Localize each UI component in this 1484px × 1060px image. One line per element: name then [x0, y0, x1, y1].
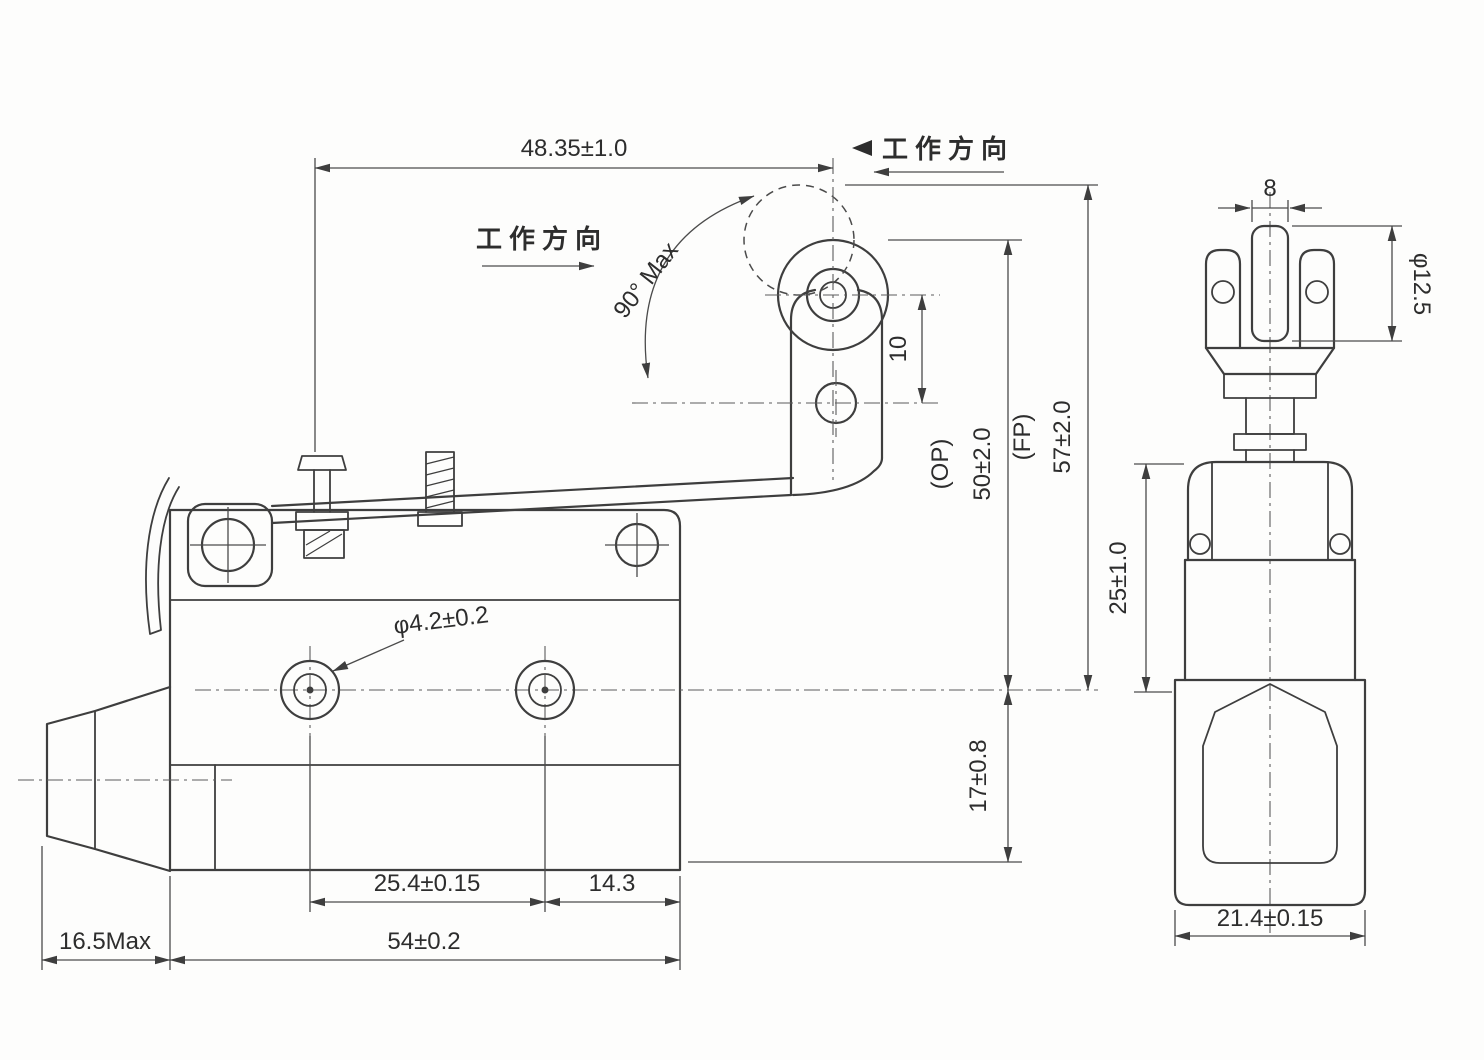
extension-line — [1134, 463, 1184, 693]
dim-base-width: 21.4±0.15 — [1174, 905, 1366, 946]
extension-line — [169, 876, 681, 970]
body-side-walls — [1183, 558, 1357, 682]
dim-plunger-max-text: 16.5Max — [59, 928, 151, 955]
bracket-bottom-edge — [791, 456, 884, 497]
roller-pin-left — [1211, 280, 1235, 304]
switch-base-side — [1173, 678, 1367, 907]
leaf-spring — [145, 477, 180, 635]
mounting-hole-right — [514, 659, 576, 721]
dim-mount-pitch: 25.4±0.15 — [309, 736, 546, 912]
dim-mount-pitch-text: 25.4±0.15 — [374, 870, 481, 897]
hole-center-dot — [306, 686, 314, 694]
dim-fp: (FP) 57±2.0 — [845, 184, 1098, 691]
work-direction-top-text: 工作方向 — [882, 134, 1014, 164]
hole-inner — [293, 673, 327, 707]
work-direction-left: 工作方向 — [476, 224, 608, 271]
plunger-boot — [45, 685, 172, 873]
lever-shaft-band — [1223, 373, 1317, 399]
pivot-hole-crosshair — [190, 507, 266, 583]
max-rotation-annotation: 90° Max — [608, 195, 755, 379]
mounting-hole-left — [279, 659, 341, 721]
fork-arm-right — [1298, 248, 1336, 350]
dim-lever-hole-pitch: 10 — [885, 294, 927, 404]
hole-center-dot — [541, 686, 549, 694]
spring-flange — [417, 511, 463, 527]
dim-top-span-text: 48.35±1.0 — [521, 135, 628, 162]
dim-hole-to-edge: 14.3 — [544, 870, 681, 907]
dim-roller-dia: φ12.5 — [1292, 225, 1435, 342]
spring-coils — [425, 456, 455, 509]
dim-top-span: 48.35±1.0 — [314, 135, 834, 452]
dim-mounting-hole-dia: φ4.2±0.2 — [332, 601, 490, 672]
terminal-hatching — [305, 530, 343, 557]
front-view — [18, 158, 1098, 873]
head-screw-right — [1329, 533, 1351, 555]
dim-op-value-text: 50±2.0 — [969, 427, 996, 500]
bracket-right-edge — [856, 288, 884, 460]
fork-arm-left — [1204, 248, 1242, 350]
roller-lever-bracket — [743, 184, 890, 497]
hole-inner — [528, 673, 562, 707]
shaft-neck — [1245, 449, 1295, 463]
dim-body-length-text: 54±0.2 — [387, 928, 460, 955]
dim-roller-width: 8 — [1218, 175, 1322, 222]
work-direction-left-text: 工作方向 — [476, 224, 608, 254]
dim-roller-dia-text: φ12.5 — [1408, 253, 1435, 315]
dim-fp-label-text: (FP) — [1009, 414, 1036, 461]
roller-side — [1250, 224, 1290, 343]
head-inner-lines — [1211, 461, 1329, 561]
max-rotation-text: 90° Max — [608, 237, 684, 323]
dim-head-height: 25±1.0 — [1105, 463, 1184, 693]
shaft-washer — [1233, 433, 1307, 451]
work-direction-top: 工作方向 — [852, 134, 1014, 177]
roller-pin-right — [1305, 280, 1329, 304]
cover-hole-crosshair — [605, 513, 669, 577]
dim-op-label-text: (OP) — [927, 439, 954, 490]
spring-outline — [425, 451, 455, 513]
screw-head — [297, 455, 347, 471]
extension-line — [1251, 200, 1289, 222]
terminal-spring — [417, 451, 463, 527]
screw-shaft — [313, 469, 331, 513]
dim-mounting-hole-dia-text: φ4.2±0.2 — [392, 601, 490, 639]
work-direction-top-triangle-icon — [852, 140, 872, 156]
hole-outer — [514, 659, 576, 721]
mounting-hole-vertical-centerlines — [309, 646, 546, 736]
dimensions-front: 48.35±1.0 工作方向 工作方向 90° Max 10 (OP) 50±2… — [41, 134, 1098, 970]
switch-body-outline — [168, 508, 682, 872]
bracket-left-edge — [789, 288, 817, 497]
dim-head-height-text: 25±1.0 — [1105, 541, 1132, 614]
extension-line — [309, 736, 546, 912]
terminal-plate — [295, 511, 349, 531]
head-screw-left — [1189, 533, 1211, 555]
switch-head-side — [1186, 460, 1354, 562]
lever-arm — [270, 476, 795, 525]
dim-op: (OP) 50±2.0 — [888, 239, 1022, 691]
lever-pivot-plate — [186, 502, 274, 588]
rotation-arc — [641, 195, 755, 379]
dim-base-width-text: 21.4±0.15 — [1217, 905, 1324, 932]
dim-body-length: 54±0.2 — [169, 876, 681, 970]
terminal-screw-left — [295, 455, 349, 559]
dim-roller-width-text: 8 — [1263, 175, 1276, 202]
leader-line — [332, 639, 405, 672]
cable-recess — [1202, 683, 1338, 864]
dim-fp-value-text: 57±2.0 — [1049, 400, 1076, 473]
dim-hole-to-bottom-text: 17±0.8 — [965, 739, 992, 812]
side-view: 8 φ12.5 25±1.0 21.4±0.15 — [1105, 175, 1435, 946]
hole-outer — [279, 659, 341, 721]
dim-lever-hole-pitch-text: 10 — [885, 336, 912, 363]
dim-hole-to-edge-text: 14.3 — [589, 870, 636, 897]
dim-plunger-max: 16.5Max — [41, 846, 171, 970]
dim-hole-to-bottom: 17±0.8 — [688, 689, 1022, 863]
terminal-block — [303, 529, 345, 559]
extension-line — [1292, 225, 1402, 342]
